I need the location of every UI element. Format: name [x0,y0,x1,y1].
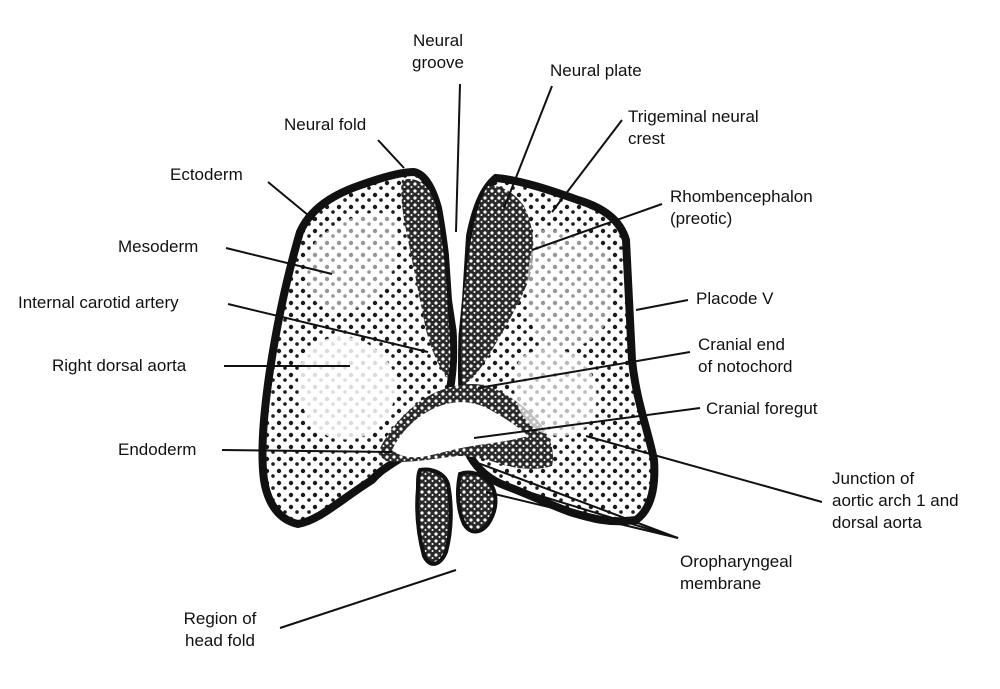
leader-neural-plate [503,85,553,209]
leader-notochord [477,351,691,389]
leader-junction [585,435,823,503]
label-internal-carotid-artery: Internal carotid artery [18,293,179,312]
leader-mesoderm [225,247,333,275]
label-trigeminal-line1: Trigeminal neural [628,107,759,126]
label-cranial-end-of-notochord: Cranial end of notochord [698,334,793,378]
label-mesoderm: Mesoderm [118,237,199,256]
label-neural-groove-line1: Neural [412,31,464,50]
leader-ectoderm [267,181,315,221]
label-head-fold-line2: head fold [185,631,255,650]
leader-neural-groove [455,83,461,233]
label-rhombencephalon: Rhombencephalon (preotic) [670,186,813,230]
label-endoderm: Endoderm [118,440,197,459]
cranial-foregut-lumen [392,402,528,458]
leader-endoderm [221,449,393,453]
neural-groove-gap [446,200,466,340]
label-trigeminal-neural-crest: Trigeminal neural crest [628,106,759,150]
label-junction-line2: aortic arch 1 and [832,491,959,510]
label-right-dorsal-aorta: Right dorsal aorta [52,356,187,375]
leader-neural-fold [377,139,405,169]
label-rhombencephalon-line2: (preotic) [670,209,733,228]
label-notochord-line1: Cranial end [698,335,785,354]
leader-trigeminal [551,119,623,213]
label-neural-plate: Neural plate [550,61,642,80]
leader-oropharyngeal-2 [481,477,679,539]
label-placode-v: Placode V [696,289,774,308]
leader-internal-carotid [227,303,429,353]
right-mesoderm-lumen [527,229,614,350]
left-mesoderm-lumen [306,212,399,311]
leader-cranial-foregut [473,407,701,439]
leader-oropharyngeal-3 [485,491,679,539]
label-rhombencephalon-line1: Rhombencephalon [670,187,813,206]
label-trigeminal-line2: crest [628,129,665,148]
leader-oropharyngeal-1 [469,459,679,539]
left-neural-fold [401,178,451,378]
right-neural-plate [461,185,534,384]
label-region-of-head-fold: Region of head fold [170,608,270,652]
label-cranial-foregut: Cranial foregut [706,399,818,418]
leader-head-fold [279,569,457,629]
label-neural-groove: Neural groove [400,30,476,74]
right-dorsal-aorta-lumen [298,336,397,440]
leader-lines [221,83,823,629]
head-fold-left [415,467,453,566]
label-ectoderm: Ectoderm [170,165,243,184]
leader-rhombencephalon [531,203,663,251]
label-head-fold-line1: Region of [183,609,257,628]
label-junction-aortic-arch: Junction of aortic arch 1 and dorsal aor… [832,468,959,534]
label-neural-groove-line2: groove [412,53,464,72]
label-oropharyngeal-line1: Oropharyngeal [680,552,793,571]
label-neural-fold: Neural fold [284,115,367,134]
label-oropharyngeal-line2: membrane [680,574,762,593]
label-junction-line3: dorsal aorta [832,513,922,532]
label-oropharyngeal-membrane: Oropharyngeal membrane [680,551,792,595]
label-notochord-line2: of notochord [698,357,793,376]
label-junction-line1: Junction of [832,469,915,488]
leader-placode [635,299,689,311]
